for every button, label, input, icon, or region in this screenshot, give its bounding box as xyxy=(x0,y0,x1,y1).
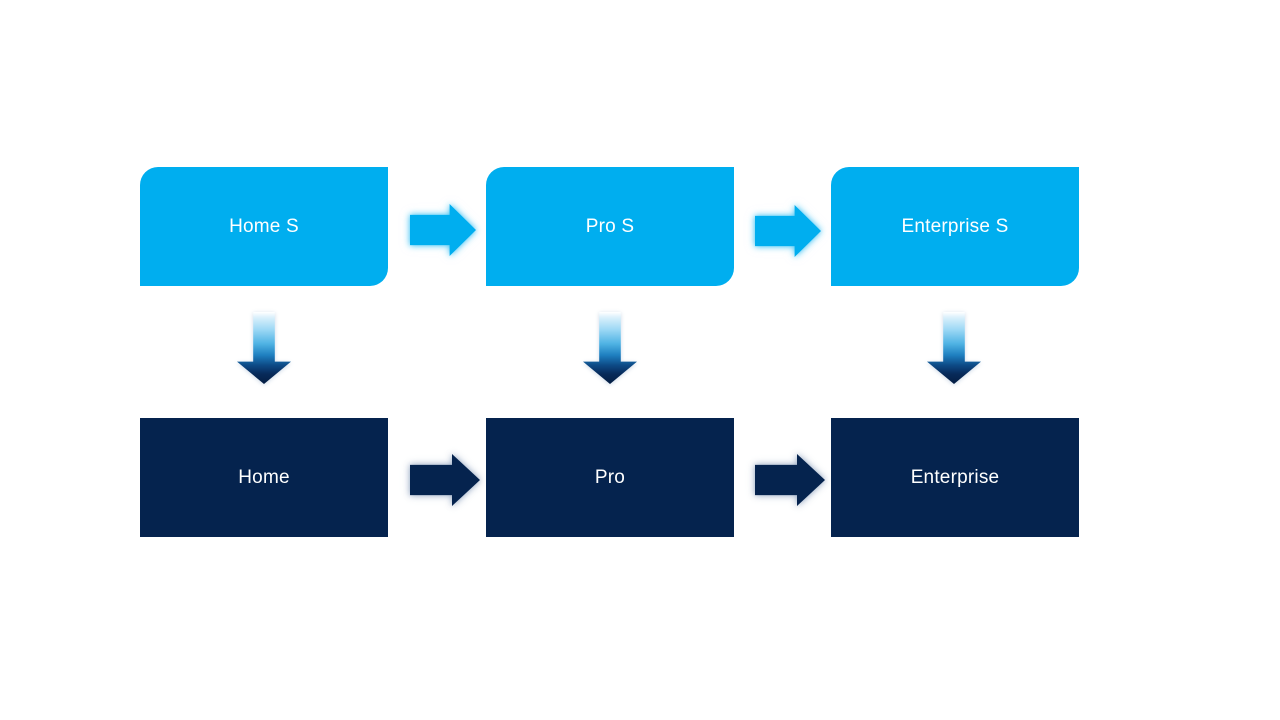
node-label: Pro xyxy=(594,466,626,488)
node-label: Home xyxy=(238,466,290,488)
arrow-down-icon xyxy=(583,312,637,384)
node-enterprise-s: Enterprise S xyxy=(831,167,1079,286)
arrow-right-icon xyxy=(410,454,480,506)
arrow-right-icon xyxy=(755,205,821,257)
node-label: Enterprise S xyxy=(901,215,1009,237)
arrow-down-icon xyxy=(237,312,291,384)
node-pro: Pro xyxy=(486,418,734,537)
arrow-right-icon xyxy=(755,454,825,506)
node-pro-s: Pro S xyxy=(486,167,734,286)
node-label: Pro S xyxy=(585,215,635,237)
arrow-down-icon xyxy=(927,312,981,384)
node-label: Home S xyxy=(229,215,299,237)
node-home: Home xyxy=(140,418,388,537)
arrow-right-icon xyxy=(410,204,476,256)
node-enterprise: Enterprise xyxy=(831,418,1079,537)
node-home-s: Home S xyxy=(140,167,388,286)
node-label: Enterprise xyxy=(910,466,1000,488)
